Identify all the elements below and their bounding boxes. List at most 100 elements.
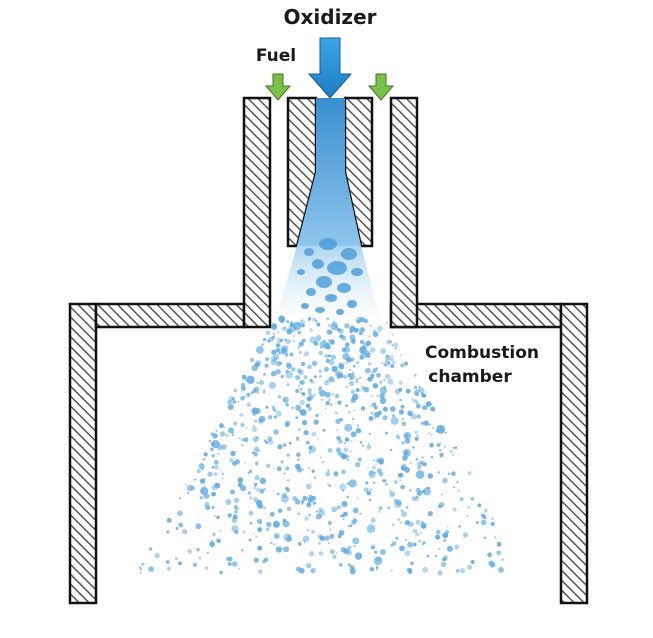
droplet xyxy=(440,561,447,568)
droplet xyxy=(351,371,355,375)
droplet xyxy=(373,556,383,565)
droplet xyxy=(245,427,248,429)
droplet xyxy=(322,428,326,432)
droplet xyxy=(361,385,366,391)
droplet xyxy=(291,367,296,372)
droplet xyxy=(436,425,446,434)
droplet xyxy=(241,438,245,442)
droplet xyxy=(401,511,408,518)
droplet xyxy=(467,506,470,509)
droplet xyxy=(241,374,247,379)
droplet xyxy=(457,489,460,492)
droplet xyxy=(256,391,259,394)
droplet xyxy=(252,425,255,427)
droplet xyxy=(178,497,182,500)
droplet xyxy=(400,404,405,409)
droplet xyxy=(211,439,220,449)
droplet xyxy=(373,481,376,484)
droplet xyxy=(415,519,421,526)
droplet xyxy=(305,483,312,490)
droplet xyxy=(248,538,252,542)
droplet xyxy=(225,433,229,438)
droplet xyxy=(442,532,449,539)
droplet xyxy=(409,462,412,464)
droplet xyxy=(335,552,338,554)
droplet xyxy=(312,317,317,322)
droplet xyxy=(341,489,345,492)
droplet xyxy=(308,445,313,450)
droplet xyxy=(221,477,224,480)
droplet xyxy=(327,329,333,335)
droplet xyxy=(297,346,300,349)
droplet xyxy=(252,389,257,394)
chamber-walls xyxy=(68,96,589,605)
droplet xyxy=(376,373,381,378)
droplet xyxy=(138,566,141,569)
droplet xyxy=(296,452,301,457)
droplet xyxy=(402,448,411,457)
droplet xyxy=(391,523,395,527)
droplet xyxy=(400,354,403,357)
droplet xyxy=(385,482,388,486)
droplet xyxy=(273,415,277,419)
droplet xyxy=(487,552,492,558)
right-injector-wall xyxy=(389,96,419,329)
droplet xyxy=(256,487,260,492)
droplet xyxy=(227,513,232,518)
droplet xyxy=(443,445,446,448)
droplet xyxy=(232,460,238,466)
droplet xyxy=(237,400,240,403)
droplet xyxy=(229,458,234,463)
droplet xyxy=(307,364,312,370)
droplet xyxy=(329,549,335,555)
droplet xyxy=(276,410,282,417)
droplet xyxy=(372,383,379,389)
droplet xyxy=(301,500,305,504)
droplet xyxy=(304,248,314,256)
droplet xyxy=(238,567,241,570)
droplet xyxy=(178,561,182,566)
droplet xyxy=(369,347,376,353)
droplet xyxy=(415,495,418,499)
droplet xyxy=(451,471,456,476)
droplet xyxy=(447,472,451,475)
droplet xyxy=(363,487,369,493)
droplet xyxy=(368,335,371,338)
droplet xyxy=(459,568,466,574)
droplet xyxy=(369,488,373,491)
droplet xyxy=(382,479,386,483)
droplet xyxy=(322,461,325,464)
droplet xyxy=(411,496,417,502)
droplet xyxy=(174,556,178,561)
droplet xyxy=(280,460,284,464)
droplet xyxy=(390,406,396,412)
droplet xyxy=(192,562,198,567)
droplet xyxy=(211,454,215,458)
droplet xyxy=(253,482,258,487)
droplet xyxy=(459,497,464,501)
droplet xyxy=(187,549,193,554)
droplet xyxy=(346,482,350,485)
droplet xyxy=(255,535,258,538)
droplet xyxy=(421,456,424,459)
droplet xyxy=(404,550,411,557)
droplet xyxy=(346,386,348,388)
droplet xyxy=(309,328,313,332)
droplet xyxy=(422,462,427,467)
droplet xyxy=(203,485,206,487)
droplet xyxy=(263,372,266,376)
droplet xyxy=(389,491,395,498)
droplet xyxy=(196,547,201,552)
droplet xyxy=(219,570,223,575)
droplet xyxy=(379,397,387,404)
droplet xyxy=(319,340,328,349)
droplet xyxy=(349,368,352,371)
droplet xyxy=(221,472,225,476)
droplet xyxy=(315,335,322,341)
droplet xyxy=(365,352,371,358)
droplet xyxy=(431,427,434,429)
droplet xyxy=(212,532,216,536)
droplet xyxy=(372,402,377,407)
droplet xyxy=(401,441,405,445)
droplet xyxy=(345,362,348,365)
